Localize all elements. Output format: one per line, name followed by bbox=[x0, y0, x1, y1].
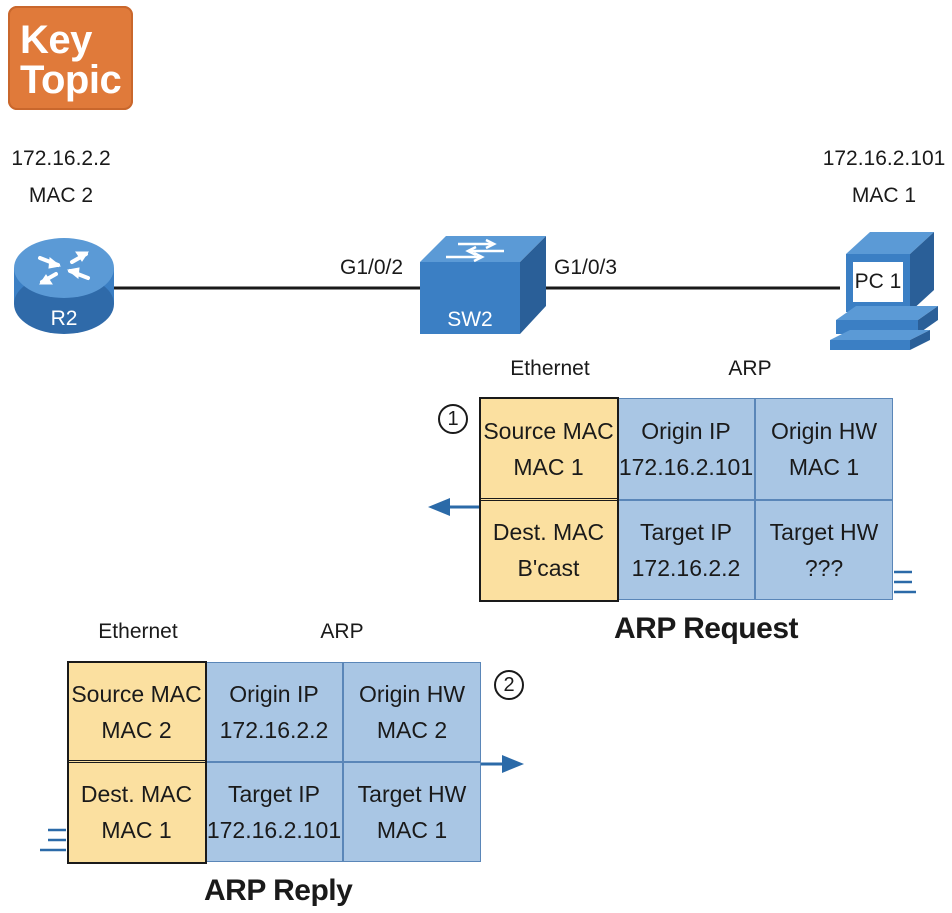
switch-icon bbox=[420, 236, 546, 334]
reply-dest-mac-cell: Dest. MAC MAC 1 bbox=[68, 762, 205, 862]
cell-value: 172.16.2.2 bbox=[631, 555, 741, 581]
request-dest-mac-cell: Dest. MAC B'cast bbox=[480, 500, 617, 600]
cell-label: Target HW bbox=[357, 781, 467, 807]
reply-target-hw-cell: Target HW MAC 1 bbox=[343, 762, 481, 862]
request-target-hw-cell: Target HW ??? bbox=[755, 500, 893, 600]
reply-step-marker: 2 bbox=[494, 670, 524, 700]
request-arp-header: ARP bbox=[728, 357, 772, 380]
key-topic-badge: Key Topic bbox=[8, 6, 133, 110]
cell-value: MAC 2 bbox=[101, 717, 172, 743]
reply-origin-hw-cell: Origin HW MAC 2 bbox=[343, 662, 481, 762]
cell-label: Origin IP bbox=[229, 681, 319, 707]
cell-label: Origin IP bbox=[641, 418, 731, 444]
reply-arrow bbox=[480, 755, 524, 773]
switch-port-left-label: G1/0/2 bbox=[340, 256, 404, 279]
badge-line-1: Key bbox=[20, 18, 92, 62]
cell-label: Source MAC bbox=[483, 418, 614, 444]
cell-label: Target IP bbox=[639, 519, 733, 545]
cell-value: MAC 1 bbox=[101, 817, 172, 843]
pc-icon bbox=[830, 232, 938, 350]
request-origin-hw-cell: Origin HW MAC 1 bbox=[755, 398, 893, 500]
pc-ip-label: 172.16.2.101 bbox=[822, 147, 946, 170]
cell-value: MAC 2 bbox=[376, 717, 448, 743]
request-arrow bbox=[428, 498, 480, 516]
cell-value: B'cast bbox=[517, 555, 580, 581]
request-title: ARP Request bbox=[614, 612, 799, 645]
reply-trail-lines bbox=[40, 828, 66, 852]
switch-port-right-label: G1/0/3 bbox=[554, 256, 618, 279]
cell-value: ??? bbox=[804, 555, 844, 581]
cell-label: Origin HW bbox=[770, 418, 878, 444]
request-step-marker: 1 bbox=[438, 404, 468, 434]
cell-label: Source MAC bbox=[71, 681, 202, 707]
reply-arp-header: ARP bbox=[320, 620, 364, 643]
pc-mac-label: MAC 1 bbox=[851, 184, 917, 207]
reply-title: ARP Reply bbox=[204, 874, 353, 907]
cell-value: 172.16.2.101 bbox=[206, 817, 342, 843]
router-name-label: R2 bbox=[50, 307, 78, 330]
pc-name-label: PC 1 bbox=[854, 270, 902, 293]
cell-label: Target HW bbox=[769, 519, 879, 545]
cell-label: Dest. MAC bbox=[80, 781, 193, 807]
router-ip-label: 172.16.2.2 bbox=[11, 147, 111, 170]
switch-name-label: SW2 bbox=[447, 308, 493, 331]
cell-value: MAC 1 bbox=[513, 454, 584, 480]
cell-value: MAC 1 bbox=[376, 817, 448, 843]
request-target-ip-cell: Target IP 172.16.2.2 bbox=[617, 500, 755, 600]
request-ethernet-header: Ethernet bbox=[510, 357, 590, 380]
cell-value: 172.16.2.101 bbox=[618, 454, 754, 480]
reply-origin-ip-cell: Origin IP 172.16.2.2 bbox=[205, 662, 343, 762]
request-trail-lines bbox=[894, 570, 916, 594]
router-icon bbox=[14, 238, 114, 334]
badge-line-2: Topic bbox=[20, 58, 122, 102]
reply-ethernet-header: Ethernet bbox=[98, 620, 178, 643]
request-source-mac-cell: Source MAC MAC 1 bbox=[480, 398, 617, 500]
cell-label: Origin HW bbox=[358, 681, 466, 707]
request-origin-ip-cell: Origin IP 172.16.2.101 bbox=[617, 398, 755, 500]
reply-target-ip-cell: Target IP 172.16.2.101 bbox=[205, 762, 343, 862]
cell-label: Dest. MAC bbox=[492, 519, 605, 545]
reply-source-mac-cell: Source MAC MAC 2 bbox=[68, 662, 205, 762]
cell-value: MAC 1 bbox=[788, 454, 860, 480]
cell-value: 172.16.2.2 bbox=[219, 717, 329, 743]
cell-label: Target IP bbox=[227, 781, 321, 807]
router-mac-label: MAC 2 bbox=[28, 184, 94, 207]
